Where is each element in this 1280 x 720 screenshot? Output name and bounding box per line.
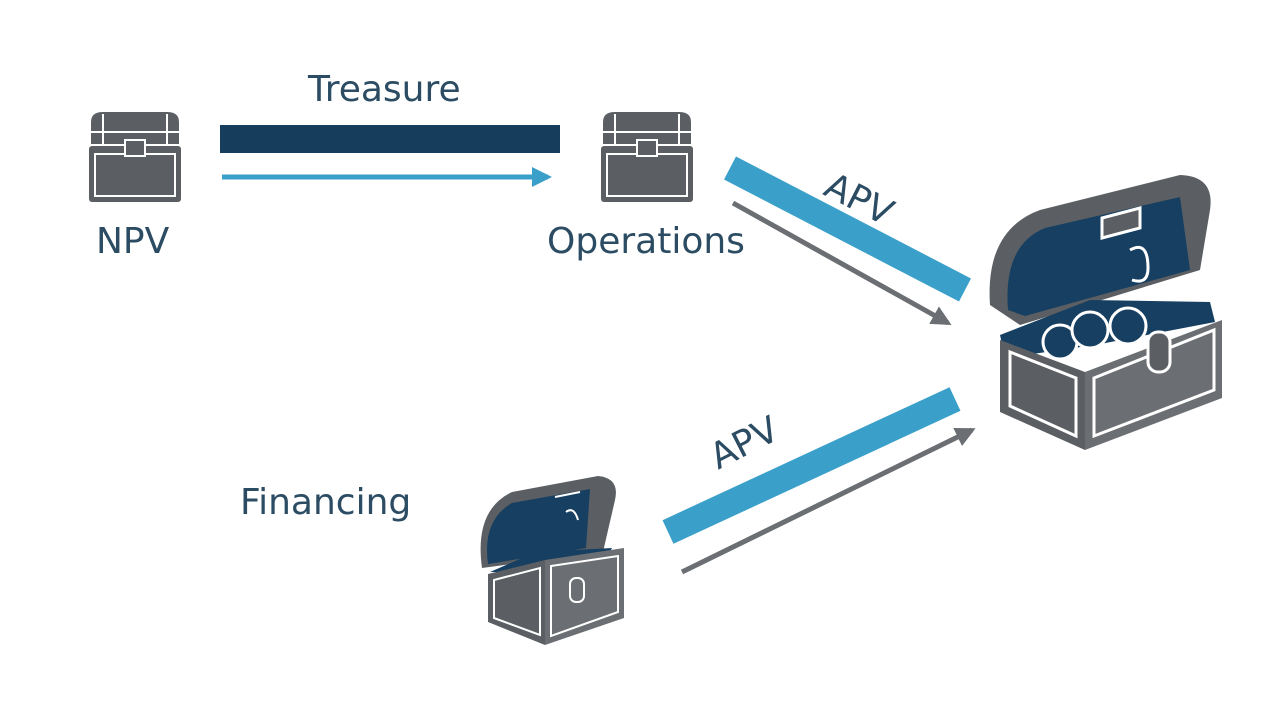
operations-chest-icon (601, 112, 693, 202)
large-open-treasure-chest-icon (989, 175, 1222, 450)
apv-bottom-arrow (680, 427, 976, 575)
npv-label: NPV (96, 221, 170, 262)
financing-label: Financing (240, 482, 412, 523)
treasure-bar (220, 125, 560, 153)
apv-top-arrow (731, 200, 952, 326)
coin-icon (1070, 310, 1110, 350)
treasure-label: Treasure (308, 69, 461, 110)
apv-top-bar (724, 156, 971, 302)
operations-label: Operations (547, 221, 745, 262)
coin-icon (1108, 306, 1148, 346)
financing-open-chest-icon (480, 476, 624, 645)
npv-chest-icon (89, 112, 181, 202)
apv-bottom-bar (662, 387, 961, 544)
